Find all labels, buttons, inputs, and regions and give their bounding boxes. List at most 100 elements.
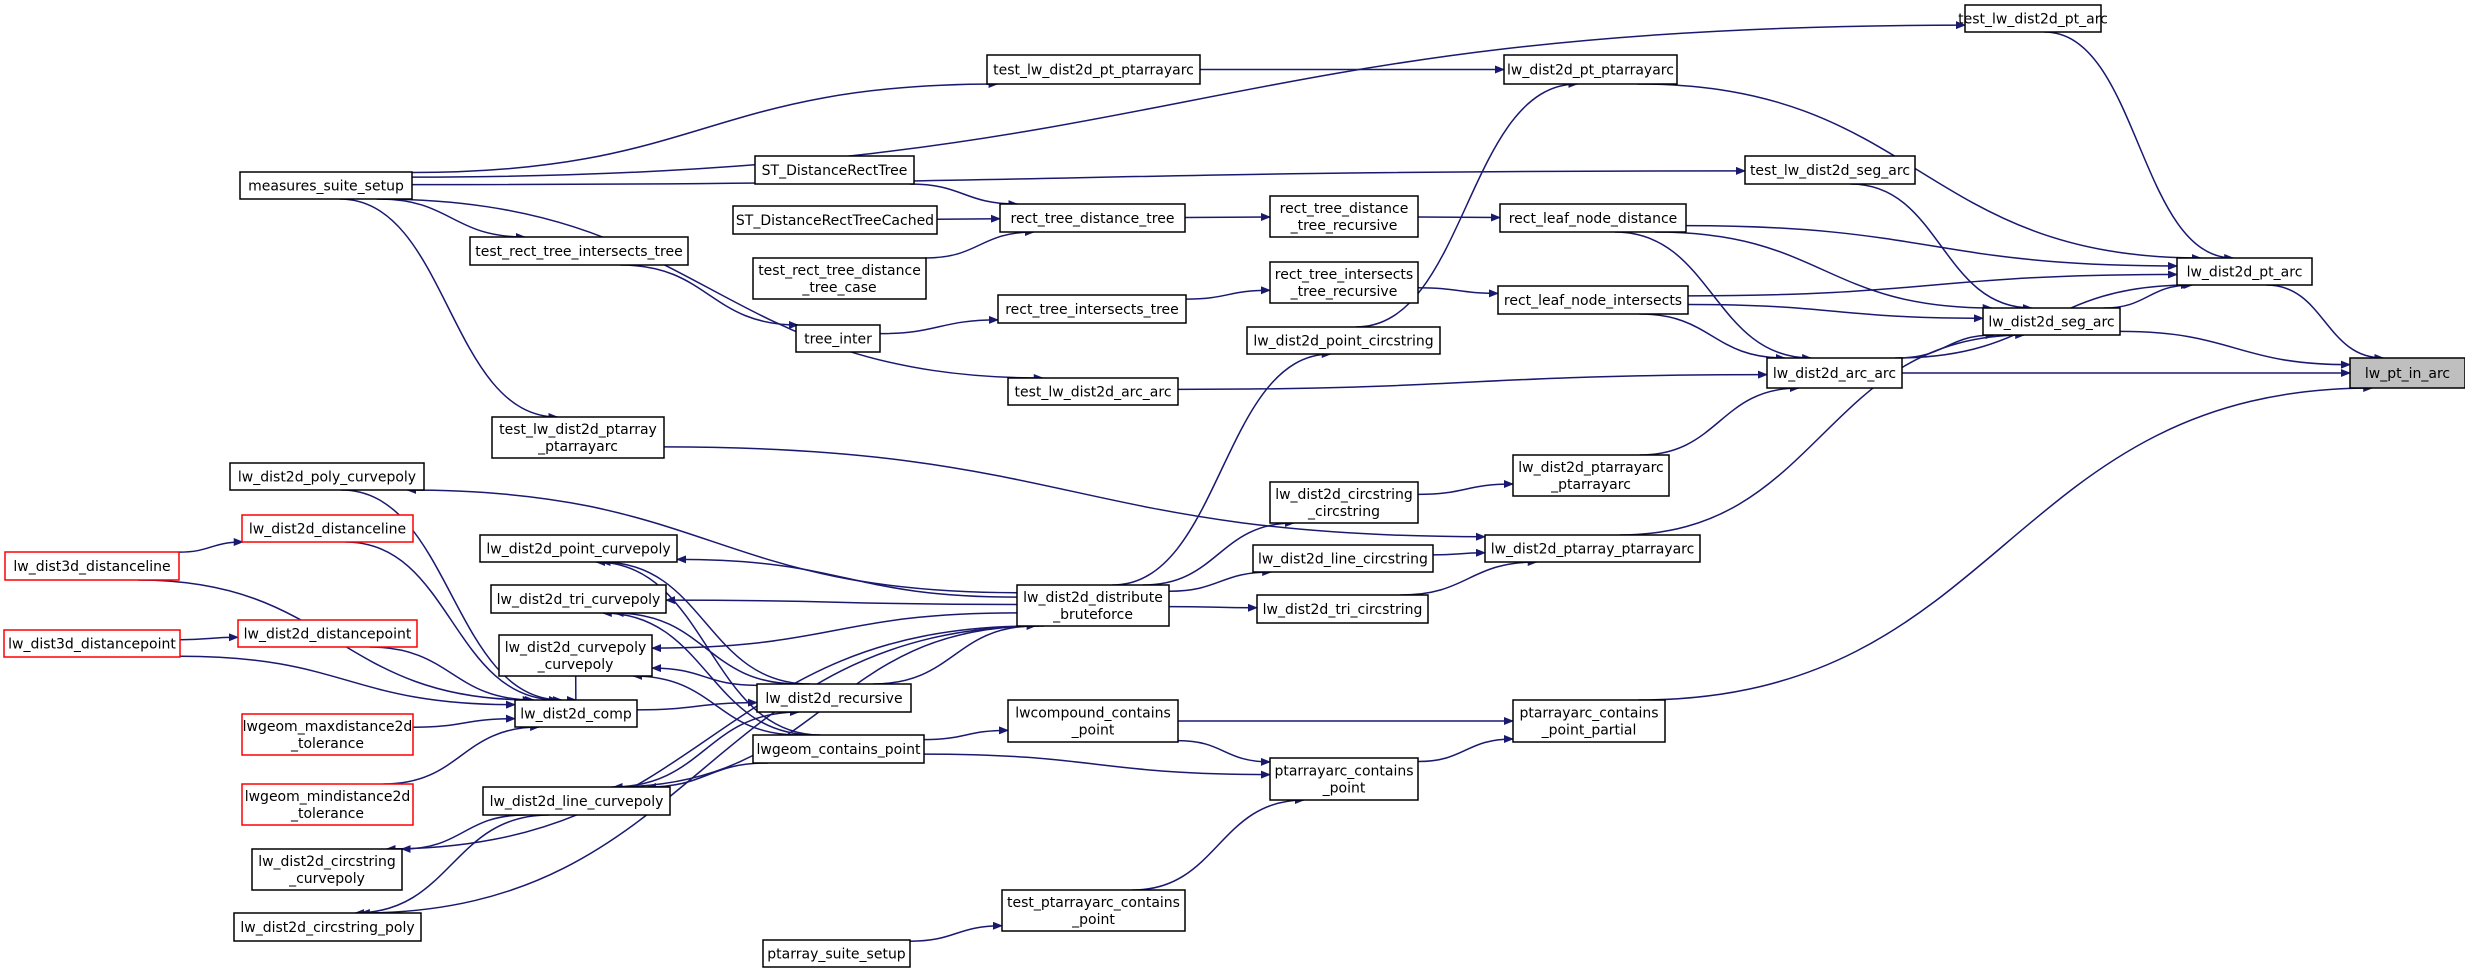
node-label: lw_dist2d_comp <box>520 707 632 723</box>
node-ST-DistanceRectTreeCached[interactable]: ST_DistanceRectTreeCached <box>732 205 938 235</box>
node-test-ptarrayarc-contains-point[interactable]: test_ptarrayarc_contains_point <box>1001 889 1186 932</box>
node-box <box>241 514 414 543</box>
edge-lw-dist2d-recursive-to-lw-dist2d-distribute-bruteforce <box>873 622 1037 685</box>
node-lw-dist2d-tri-circstring[interactable]: lw_dist2d_tri_circstring <box>1256 594 1429 624</box>
function-nodes: lw_pt_in_arc lw_dist2d_pt_arc lw_dist2d_se… <box>3 4 2465 968</box>
node-box <box>1256 594 1429 624</box>
edge-lw-dist2d-distribute-bruteforce-to-lw-dist2d-poly-curvepoly <box>406 486 1018 594</box>
node-lw-dist2d-point-circstring[interactable]: lw_dist2d_point_circstring <box>1246 326 1441 355</box>
node-tree-inter[interactable]: tree_inter <box>795 324 881 353</box>
node-ptarrayarc-contains-point-partial[interactable]: ptarrayarc_contains_point_partial <box>1512 699 1666 743</box>
node-label: _curvepoly <box>288 871 365 887</box>
node-box <box>1982 307 2121 336</box>
edge-line <box>400 814 526 853</box>
edge-lw-dist2d-poly-curvepoly-to-lw-dist2d-comp <box>341 489 563 704</box>
node-rect-tree-distance-tree-recursive[interactable]: rect_tree_distance_tree_recursive <box>1269 195 1419 238</box>
node-ptarrayarc-contains-point[interactable]: ptarrayarc_contains_point <box>1269 757 1419 801</box>
node-lw-dist2d-point-curvepoly[interactable]: lw_dist2d_point_curvepoly <box>479 534 678 563</box>
node-test-rect-tree-distance-tree-case[interactable]: test_rect_tree_distance_tree_case <box>752 257 927 300</box>
node-lwgeom-mindistance2d-tolerance[interactable]: lwgeom_mindistance2d_tolerance <box>241 783 414 826</box>
node-rect-tree-intersects-tree[interactable]: rect_tree_intersects_tree <box>997 294 1187 324</box>
node-label: ST_DistanceRectTreeCached <box>736 213 934 229</box>
node-label: lw_dist2d_distanceline <box>249 522 406 538</box>
node-label: rect_leaf_node_intersects <box>1504 293 1682 309</box>
node-label: _point_partial <box>1541 723 1637 739</box>
node-rect-leaf-node-distance[interactable]: rect_leaf_node_distance <box>1499 203 1687 233</box>
node-lw-dist2d-pt-arc[interactable]: lw_dist2d_pt_arc <box>2176 257 2313 286</box>
edge-lw-dist2d-recursive-to-lw-dist2d-tri-curvepoly <box>613 609 798 685</box>
node-label: ptarrayarc_contains <box>1274 764 1413 780</box>
edge-lw-dist2d-line-curvepoly-to-lw-dist2d-circstring-poly <box>354 814 549 917</box>
node-rect-tree-distance-tree[interactable]: rect_tree_distance_tree <box>999 203 1186 233</box>
edge-lw-dist2d-distribute-bruteforce-to-lw-dist2d-point-curvepoly <box>676 555 1018 598</box>
node-lw-dist2d-pt-ptarrayarc[interactable]: lw_dist2d_pt_ptarrayarc <box>1503 54 1678 85</box>
node-ptarray-suite-setup[interactable]: ptarray_suite_setup <box>762 939 911 968</box>
edge-line <box>909 183 1019 208</box>
edge-line <box>1417 286 1499 298</box>
edge-line <box>1639 313 1786 362</box>
node-lw-dist2d-recursive[interactable]: lw_dist2d_recursive <box>756 683 912 713</box>
edge-line <box>1637 83 2202 262</box>
node-label: ptarray_suite_setup <box>767 947 906 963</box>
edge-line <box>600 558 811 685</box>
node-lw-dist3d-distanceline[interactable]: lw_dist3d_distanceline <box>4 551 180 581</box>
edge-test-lw-dist2d-ptarray-ptarrayarc-to-lw-dist2d-ptarray-ptarrayarc <box>663 446 1486 541</box>
node-lwgeom-maxdistance2d-tolerance[interactable]: lwgeom_maxdistance2d_tolerance <box>241 713 414 756</box>
node-lw-dist2d-tri-curvepoly[interactable]: lw_dist2d_tri_curvepoly <box>490 584 667 614</box>
node-lw-dist2d-seg-arc[interactable]: lw_dist2d_seg_arc <box>1982 307 2121 336</box>
node-label: lw_dist2d_line_curvepoly <box>490 794 664 810</box>
node-label: _bruteforce <box>1052 607 1133 623</box>
node-test-lw-dist2d-seg-arc[interactable]: test_lw_dist2d_seg_arc <box>1744 155 1916 185</box>
node-label: lwgeom_mindistance2d <box>245 789 411 805</box>
node-rect-leaf-node-intersects[interactable]: rect_leaf_node_intersects <box>1497 285 1689 315</box>
node-lw-dist2d-curvepoly-curvepoly[interactable]: lw_dist2d_curvepoly_curvepoly <box>498 634 653 677</box>
edge-lw-dist2d-distribute-bruteforce-to-lw-dist2d-circstring-curvepoly <box>385 625 1034 853</box>
node-ST-DistanceRectTree[interactable]: ST_DistanceRectTree <box>754 155 915 185</box>
node-box <box>732 205 938 235</box>
node-lw-dist2d-line-curvepoly[interactable]: lw_dist2d_line_curvepoly <box>482 786 671 816</box>
node-lw-dist2d-arc-arc[interactable]: lw_dist2d_arc_arc <box>1766 357 1903 389</box>
node-rect-tree-intersects-tree-recursive[interactable]: rect_tree_intersects_tree_recursive <box>1269 261 1419 304</box>
node-lw-pt-in-arc[interactable]: lw_pt_in_arc <box>2349 357 2465 389</box>
edge-lwgeom-contains-point-to-lw-dist2d-curvepoly-curvepoly <box>632 672 800 736</box>
node-box <box>469 236 689 266</box>
node-lw-dist2d-distanceline[interactable]: lw_dist2d_distanceline <box>241 514 414 543</box>
node-lw-dist2d-ptarrayarc-ptarrayarc[interactable]: lw_dist2d_ptarrayarc_ptarrayarc <box>1512 454 1670 497</box>
node-lw-dist2d-line-circstring[interactable]: lw_dist2d_line_circstring <box>1252 544 1434 573</box>
edge-line <box>411 21 1966 178</box>
node-lwgeom-contains-point[interactable]: lwgeom_contains_point <box>752 734 925 764</box>
node-test-rect-tree-intersects-tree[interactable]: test_rect_tree_intersects_tree <box>469 236 689 266</box>
node-lw-dist2d-distancepoint[interactable]: lw_dist2d_distancepoint <box>237 619 418 648</box>
node-label: test_lw_dist2d_seg_arc <box>1750 163 1910 179</box>
node-lw-dist2d-circstring-curvepoly[interactable]: lw_dist2d_circstring_curvepoly <box>251 848 403 891</box>
node-lw-dist3d-distancepoint[interactable]: lw_dist3d_distancepoint <box>3 629 181 658</box>
edge-test-lw-dist2d-arc-arc-to-lw-dist2d-arc-arc <box>1177 370 1768 391</box>
node-lw-dist2d-poly-curvepoly[interactable]: lw_dist2d_poly_curvepoly <box>229 462 425 491</box>
node-label: _curvepoly <box>537 657 614 673</box>
node-lw-dist2d-ptarray-ptarrayarc[interactable]: lw_dist2d_ptarray_ptarrayarc <box>1484 534 1701 563</box>
node-lw-dist2d-circstring-circstring[interactable]: lw_dist2d_circstring_circstring <box>1269 481 1419 524</box>
edge-line <box>665 596 1018 606</box>
node-lw-dist2d-comp[interactable]: lw_dist2d_comp <box>514 699 638 728</box>
node-label: lw_dist2d_seg_arc <box>1988 315 2114 331</box>
node-lwcompound-contains-point[interactable]: lwcompound_contains_point <box>1007 699 1179 743</box>
edge-line <box>636 698 758 711</box>
edge-line <box>923 753 1271 779</box>
node-box <box>1512 699 1666 743</box>
node-test-lw-dist2d-pt-arc[interactable]: test_lw_dist2d_pt_arc <box>1958 4 2108 33</box>
node-test-lw-dist2d-arc-arc[interactable]: test_lw_dist2d_arc_arc <box>1007 377 1179 406</box>
node-lw-dist2d-distribute-bruteforce[interactable]: lw_dist2d_distribute_bruteforce <box>1016 584 1170 627</box>
node-label: lw_dist2d_pt_arc <box>2187 265 2303 281</box>
node-test-lw-dist2d-ptarray-ptarrayarc[interactable]: test_lw_dist2d_ptarray_ptarrayarc <box>491 416 665 459</box>
edge-rect-tree-intersects-tree-recursive-to-rect-leaf-node-intersects <box>1417 286 1499 298</box>
node-label: lw_dist2d_tri_curvepoly <box>497 592 661 608</box>
node-measures-suite-setup[interactable]: measures_suite_setup <box>239 171 413 200</box>
edge-lwcompound-contains-point-to-ptarrayarc-contains-point <box>1177 739 1271 766</box>
edge-lw-dist2d-seg-arc-to-lw-dist2d-pt-arc <box>2103 281 2194 309</box>
node-lw-dist2d-circstring-poly[interactable]: lw_dist2d_circstring_poly <box>233 912 422 942</box>
node-box <box>999 203 1186 233</box>
node-test-lw-dist2d-pt-ptarrayarc[interactable]: test_lw_dist2d_pt_ptarrayarc <box>986 54 1201 85</box>
node-label: _tree_case <box>801 280 876 296</box>
edge-line <box>879 315 999 335</box>
edge-lw-dist3d-distancepoint-to-lw-dist2d-distancepoint <box>179 633 239 642</box>
